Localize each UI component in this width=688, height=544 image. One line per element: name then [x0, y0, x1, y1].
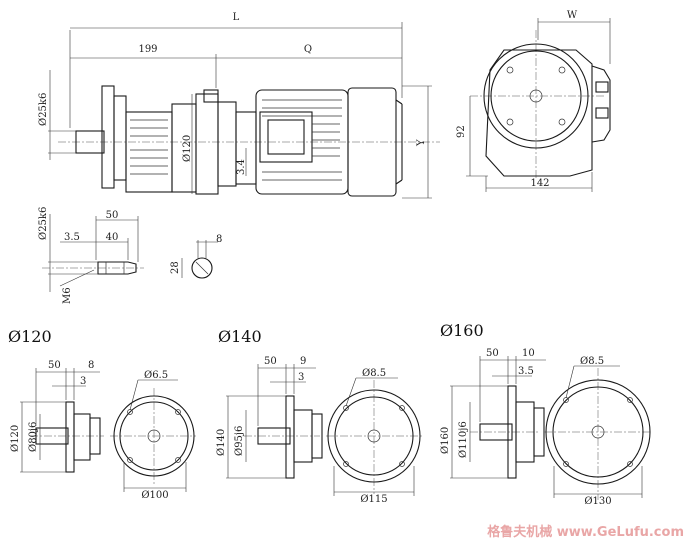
- flange1-hole: Ø6.5: [144, 370, 168, 381]
- flange-option-140: Ø140 Ø140 Ø95j6 50 9 3 Ø8.5: [216, 327, 422, 505]
- flange-option-160: Ø160 Ø160 Ø110j6 50 10 3.5 Ø8.5: [440, 321, 652, 507]
- shaft-thread: M6: [62, 287, 73, 304]
- flange1-d1: Ø120: [10, 425, 21, 452]
- shaft-detail: Ø25k6 50 40 3.5 M6 28 8: [38, 207, 222, 304]
- flange2-b: 9: [300, 356, 306, 367]
- dim-199: 199: [138, 44, 157, 55]
- flange2-d1: Ø140: [216, 429, 227, 456]
- dim-housing-dia: Ø120: [182, 135, 193, 162]
- flange-title: Ø120: [8, 327, 52, 346]
- dim-Q: Q: [304, 44, 312, 55]
- dim-Y: Y: [416, 139, 427, 147]
- key-28: 28: [170, 261, 181, 274]
- shaft-detail-dia: Ø25k6: [38, 207, 49, 240]
- flange1-b: 8: [88, 360, 94, 371]
- flange1-c: 3: [80, 376, 86, 387]
- flange-option-120: Ø120 Ø120 Ø80j6 50 8 3 Ø6.5: [8, 327, 196, 501]
- flange3-hole: Ø8.5: [580, 356, 604, 367]
- flange3-b: 10: [522, 348, 535, 359]
- flange-title: Ø140: [218, 327, 262, 346]
- flange2-hole: Ø8.5: [362, 368, 386, 379]
- dim-shaft-dia: Ø25k6: [38, 93, 49, 126]
- flange2-pcd: Ø115: [360, 494, 387, 505]
- flange1-pcd: Ø100: [141, 490, 168, 501]
- key-8: 8: [216, 234, 222, 245]
- dim-offset: 3.4: [236, 159, 247, 175]
- flange2-c: 3: [298, 372, 304, 383]
- dim-L: L: [233, 12, 240, 23]
- end-view: W 92 142: [456, 10, 611, 192]
- shaft-len-50: 50: [106, 210, 119, 221]
- flange3-pcd: Ø130: [584, 496, 611, 507]
- flange3-d2: Ø110j6: [458, 421, 469, 458]
- dim-142: 142: [530, 178, 549, 189]
- shaft-len-3-5: 3.5: [64, 232, 80, 243]
- dim-92: 92: [456, 125, 467, 138]
- flange2-d2: Ø95j6: [234, 426, 245, 456]
- flange3-c: 3.5: [518, 366, 534, 377]
- flange1-d2: Ø80j6: [28, 422, 39, 452]
- watermark: 格鲁夫机械 www.GeLufu.com: [487, 524, 684, 540]
- shaft-len-40: 40: [106, 232, 119, 243]
- main-side-view: L 199 Q Ø25k6 Ø120 3.4 Y: [38, 12, 440, 199]
- flange-title: Ø160: [440, 321, 484, 340]
- flange3-d1: Ø160: [440, 427, 451, 454]
- flange3-a: 50: [486, 348, 499, 359]
- flange1-a: 50: [48, 360, 61, 371]
- flange2-a: 50: [264, 356, 277, 367]
- dim-W: W: [567, 10, 578, 21]
